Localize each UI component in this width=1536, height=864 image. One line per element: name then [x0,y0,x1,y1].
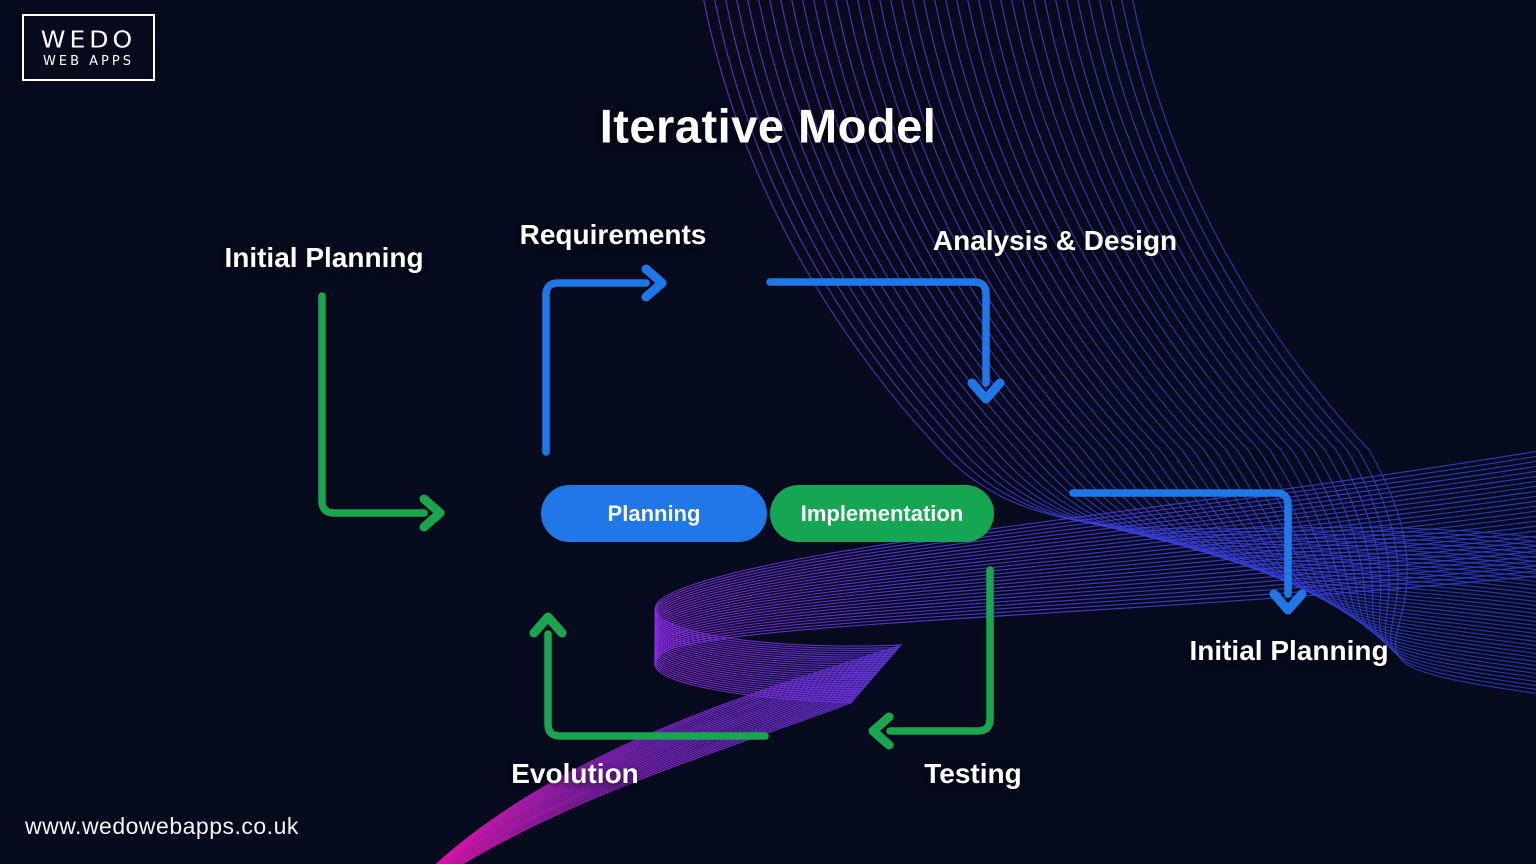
wave-line [457,565,1536,864]
wave-line [444,515,1536,864]
arrow-implementation-to-testing-head [868,712,894,750]
wave-line [442,505,1536,864]
wave-line [1000,0,1536,647]
wave-line [450,540,1536,864]
wave-line [1044,0,1536,662]
wave-line [447,530,1536,864]
label-testing: Testing [924,758,1022,789]
arrow-implementation-to-initial-planning-head [1269,589,1307,615]
wave-line [1132,0,1536,694]
label-initial-planning-left: Initial Planning [224,242,424,273]
wave-line [912,0,1536,615]
wave-line [747,0,1536,555]
brand-logo-line2: WEB APPS [43,53,134,69]
arrow-implementation-to-testing [886,566,994,735]
brand-logo: WEDO WEB APPS [22,14,155,81]
website-url: www.wedowebapps.co.uk [25,813,299,839]
wave-line [443,510,1536,864]
label-analysis-design: Analysis & Design [932,225,1178,256]
arrow-requirements-to-analysis-head [967,378,1005,404]
wave-line [923,0,1536,619]
planning-pill: Planning [541,485,767,542]
wave-line [780,0,1536,567]
wave-line [725,0,1536,547]
arrow-planning-to-requirements [542,279,650,456]
wave-line [454,555,1536,864]
wave-line [441,500,1536,864]
wave-line [451,545,1536,864]
wave-line [440,495,1536,864]
label-evolution: Evolution [511,758,639,789]
wave-line [1022,0,1536,655]
wave-line [1099,0,1536,682]
arrow-requirements-to-analysis [766,278,990,387]
wave-line [439,490,1536,864]
wave-line [1088,0,1536,678]
wave-line [1110,0,1536,686]
wave-line [967,0,1536,635]
wave-line [459,570,1536,864]
wave-line [989,0,1536,643]
label-requirements: Requirements [519,219,707,250]
implementation-pill: Implementation [770,485,994,542]
wave-line [1077,0,1536,674]
brand-logo-line1: WEDO [40,25,137,53]
wave-line [448,535,1536,864]
arrow-initial-planning-to-planning [318,292,428,517]
wave-line [978,0,1536,639]
page-title: Iterative Model [599,99,937,153]
wave-line [445,520,1536,864]
wave-line [1066,0,1536,670]
arrow-testing-to-evolution [544,630,769,740]
arrow-planning-to-requirements-head [641,264,667,302]
wave-line [901,0,1536,611]
wave-line [714,0,1536,543]
wave-line [945,0,1536,627]
wave-line [956,0,1536,631]
wave-line [934,0,1536,623]
wave-line [758,0,1536,559]
wave-line [769,0,1536,563]
wave-line [453,550,1536,864]
wave-line [461,575,1536,864]
planning-pill-label: Planning [607,500,701,526]
wave-line [1033,0,1536,659]
arrow-implementation-to-initial-planning [1069,489,1292,598]
wave-line [456,560,1536,864]
implementation-pill-label: Implementation [800,500,964,526]
wave-line [1121,0,1536,690]
arrow-testing-to-evolution-head [529,612,567,638]
arrow-initial-planning-to-planning-head [419,494,445,532]
wave-line [446,525,1536,864]
label-initial-planning-right: Initial Planning [1189,635,1389,666]
wave-line [736,0,1536,551]
wave-line [1011,0,1536,651]
wave-line [1055,0,1536,666]
wave-line [703,0,1536,539]
